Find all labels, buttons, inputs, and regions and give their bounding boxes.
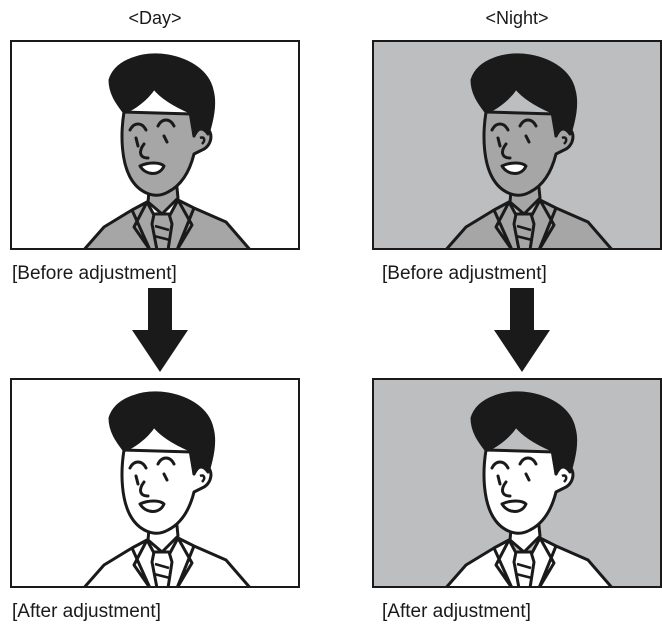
hair (108, 391, 216, 476)
night-after-image (372, 378, 662, 588)
mouth (500, 499, 528, 513)
mouth (500, 161, 528, 175)
hair (108, 53, 216, 138)
tie (512, 212, 536, 248)
day-after-image (10, 378, 300, 588)
mouth (138, 499, 166, 513)
tie (150, 212, 174, 248)
night-before-image (372, 40, 662, 250)
day-after-caption: [After adjustment] (12, 601, 161, 622)
night-after-caption: [After adjustment] (382, 601, 531, 622)
day-before-caption: [Before adjustment] (12, 263, 177, 284)
column-title-day: <Day> (128, 8, 182, 28)
mouth (138, 161, 166, 175)
tie (150, 550, 174, 586)
hair (470, 53, 578, 138)
day-down-arrow-icon (132, 288, 188, 372)
night-before-caption: [Before adjustment] (382, 263, 547, 284)
column-title-night: <Night> (485, 8, 549, 28)
day-before-image (10, 40, 300, 250)
night-down-arrow-icon (494, 288, 550, 372)
hair (470, 391, 578, 476)
tie (512, 550, 536, 586)
